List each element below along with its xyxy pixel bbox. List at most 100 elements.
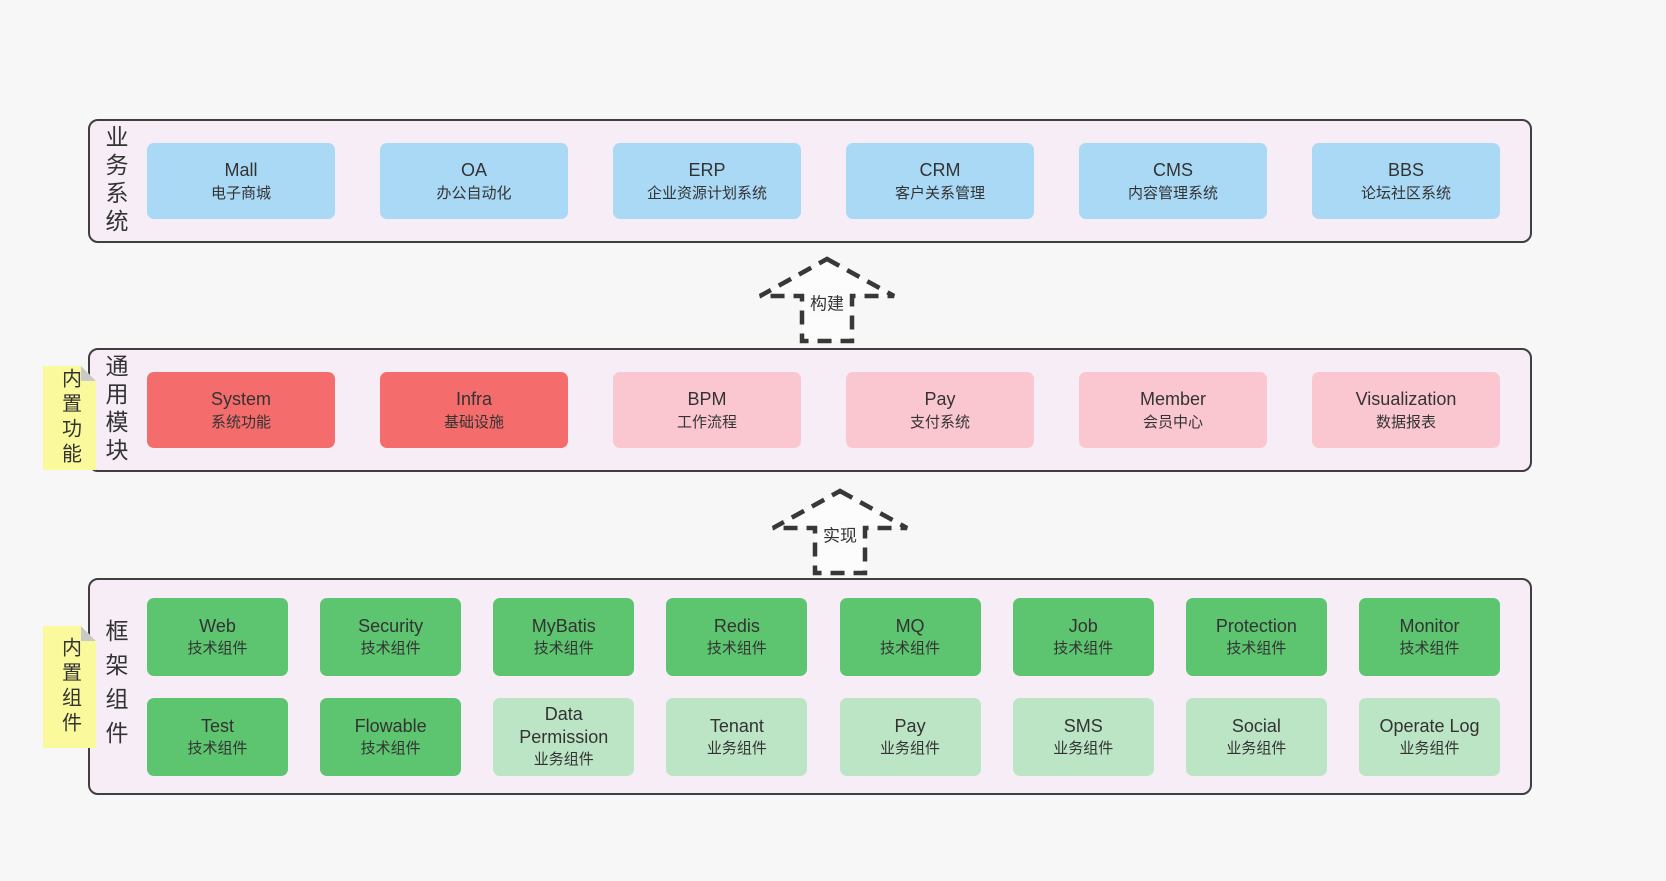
- box-title: Web: [199, 615, 236, 636]
- box-tenant: Tenant 业务组件: [666, 697, 808, 776]
- box-title: Security: [358, 615, 424, 636]
- box-subtitle: 技术组件: [1226, 640, 1287, 657]
- band-label-framework-components: 框架组件: [102, 618, 128, 755]
- box-bpm: BPM 工作流程: [613, 372, 801, 448]
- box-subtitle: 业务组件: [706, 740, 767, 757]
- box-subtitle: 技术组件: [187, 640, 248, 657]
- implement-arrow: 实现: [770, 488, 910, 576]
- sticky-note-text: 内置组件: [58, 637, 81, 737]
- box-title: Flowable: [354, 715, 427, 736]
- box-title: Job: [1068, 615, 1098, 636]
- box-title: Protection: [1215, 615, 1297, 636]
- build-arrow: 构建: [757, 256, 897, 344]
- box-subtitle: 工作流程: [676, 413, 737, 431]
- box-flowable: Flowable 技术组件: [320, 697, 462, 776]
- box-title: BBS: [1387, 160, 1425, 180]
- box-subtitle: 办公自动化: [436, 184, 512, 202]
- box-title: Pay: [894, 715, 926, 736]
- box-system: System 系统功能: [147, 372, 335, 448]
- box-social: Social 业务组件: [1185, 697, 1327, 776]
- box-web: Web 技术组件: [147, 597, 288, 676]
- band-label-common-modules: 通用模块: [102, 354, 128, 466]
- box-data-permission: Data Permission 业务组件: [493, 697, 635, 776]
- box-subtitle: 论坛社区系统: [1360, 184, 1451, 202]
- box-title: OA: [460, 160, 487, 180]
- box-subtitle: 技术组件: [360, 740, 421, 757]
- box-subtitle: 基础设施: [443, 413, 504, 431]
- box-subtitle: 数据报表: [1375, 413, 1436, 431]
- folded-corner-icon: [81, 366, 96, 381]
- build-arrow-label: 构建: [807, 288, 847, 316]
- box-member: Member 会员中心: [1079, 372, 1267, 448]
- box-row-business: Mall 电子商城 OA 办公自动化 ERP 企业资源计划系统 CRM 客户关系管理 CMS 内容…: [147, 143, 1500, 219]
- band-business-systems: 业务系统 Mall 电子商城 OA 办公自动化 ERP 企业资源计划系统 CRM 客户关系管理…: [88, 119, 1532, 243]
- box-mall: Mall 电子商城: [147, 143, 335, 219]
- box-subtitle: 系统功能: [210, 413, 271, 431]
- box-subtitle: 技术组件: [1053, 640, 1114, 657]
- box-operate-log: Operate Log 业务组件: [1358, 697, 1500, 776]
- box-subtitle: 电子商城: [210, 184, 271, 202]
- box-subtitle: 业务组件: [1053, 740, 1114, 757]
- box-title: Operate Log: [1379, 715, 1480, 736]
- box-title: Data Permission: [519, 704, 609, 747]
- box-title: BPM: [687, 389, 727, 409]
- box-title: Social: [1231, 715, 1281, 736]
- box-test: Test 技术组件: [147, 697, 288, 776]
- box-mybatis: MyBatis 技术组件: [493, 597, 635, 676]
- box-title: Member: [1139, 389, 1206, 409]
- box-title: Pay: [924, 389, 956, 409]
- box-infra: Infra 基础设施: [380, 372, 568, 448]
- sticky-note-text: 内置功能: [58, 368, 81, 468]
- folded-corner-icon: [81, 626, 96, 641]
- box-job: Job 技术组件: [1012, 597, 1154, 676]
- box-subtitle: 技术组件: [880, 640, 941, 657]
- box-title: MyBatis: [531, 615, 596, 636]
- box-subtitle: 内容管理系统: [1127, 184, 1218, 202]
- box-redis: Redis 技术组件: [666, 597, 808, 676]
- box-erp: ERP 企业资源计划系统: [613, 143, 801, 219]
- box-title: Tenant: [709, 715, 764, 736]
- box-subtitle: 技术组件: [533, 640, 594, 657]
- box-subtitle: 企业资源计划系统: [646, 184, 767, 202]
- box-title: CRM: [919, 160, 961, 180]
- sticky-note-built-in-components: 内置组件: [43, 626, 96, 748]
- box-crm: CRM 客户关系管理: [846, 143, 1034, 219]
- box-subtitle: 客户关系管理: [894, 184, 985, 202]
- box-subtitle: 业务组件: [533, 751, 594, 769]
- box-subtitle: 技术组件: [360, 640, 421, 657]
- box-subtitle: 技术组件: [187, 740, 248, 757]
- box-subtitle: 会员中心: [1142, 413, 1203, 431]
- box-title: Mall: [224, 160, 258, 180]
- box-title: Infra: [455, 389, 493, 409]
- box-title: System: [210, 389, 271, 409]
- box-pay: Pay 业务组件: [839, 697, 981, 776]
- box-subtitle: 业务组件: [1226, 740, 1287, 757]
- box-subtitle: 技术组件: [706, 640, 767, 657]
- box-mq: MQ 技术组件: [839, 597, 981, 676]
- box-bbs: BBS 论坛社区系统: [1312, 143, 1500, 219]
- box-protection: Protection 技术组件: [1185, 597, 1327, 676]
- box-pay: Pay 支付系统: [846, 372, 1034, 448]
- box-title: CMS: [1153, 160, 1193, 180]
- box-title: Redis: [713, 615, 760, 636]
- sticky-note-built-in-features: 内置功能: [43, 366, 96, 470]
- box-title: Visualization: [1355, 389, 1457, 409]
- box-subtitle: 技术组件: [1399, 640, 1460, 657]
- box-title: Test: [200, 715, 234, 736]
- box-cms: CMS 内容管理系统: [1079, 143, 1267, 219]
- box-title: ERP: [688, 160, 726, 180]
- box-subtitle: 业务组件: [880, 740, 941, 757]
- box-title: MQ: [895, 615, 925, 636]
- box-row-modules: System 系统功能 Infra 基础设施 BPM 工作流程 Pay 支付系统 Member 会…: [147, 372, 1500, 448]
- box-oa: OA 办公自动化: [380, 143, 568, 219]
- box-subtitle: 业务组件: [1399, 740, 1460, 757]
- band-label-business-systems: 业务系统: [102, 125, 128, 237]
- box-subtitle: 支付系统: [909, 413, 970, 431]
